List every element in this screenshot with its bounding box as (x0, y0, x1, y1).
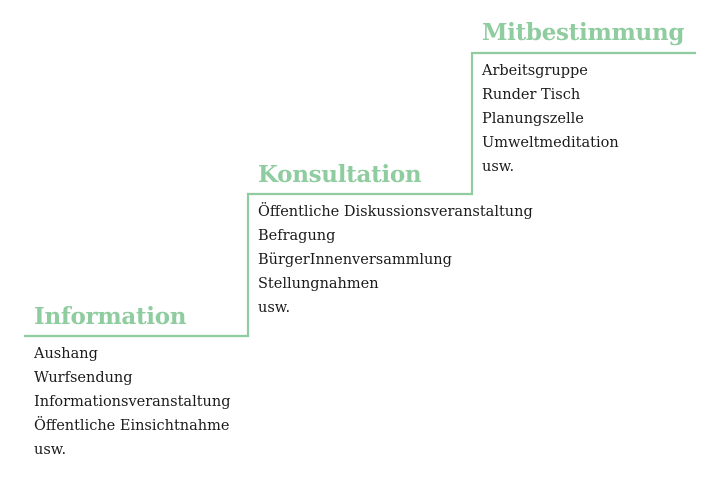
list-item: Stellungnahmen (258, 276, 379, 292)
staircase-path (24, 51, 696, 338)
step-list-mitbestimmung: Arbeitsgruppe Runder Tisch Planungszelle… (482, 59, 619, 179)
list-item: usw. (482, 159, 515, 175)
step-title-konsultation: Konsultation (258, 161, 422, 188)
list-item: BürgerInnenversammlung (258, 252, 452, 268)
step-title-information: Information (34, 303, 187, 330)
list-item: usw. (34, 442, 67, 458)
list-item: Aushang (34, 346, 98, 362)
list-item: Umweltmeditation (482, 135, 619, 151)
list-item: usw. (258, 300, 291, 316)
list-item: Arbeitsgruppe (482, 63, 588, 79)
list-item: Informationsveranstaltung (34, 394, 231, 410)
step-title-mitbestimmung: Mitbestimmung (482, 19, 685, 46)
list-item: Wurfsendung (34, 370, 133, 386)
step-list-information: Aushang Wurfsendung Informationsveransta… (34, 342, 231, 462)
list-item: Öffentliche Einsichtnahme (34, 418, 230, 434)
list-item: Befragung (258, 228, 336, 244)
list-item: Planungszelle (482, 111, 584, 127)
list-item: Öffentliche Diskussionsveranstaltung (258, 204, 533, 220)
list-item: Runder Tisch (482, 87, 581, 103)
step-list-konsultation: Öffentliche Diskussionsveranstaltung Bef… (258, 200, 533, 320)
